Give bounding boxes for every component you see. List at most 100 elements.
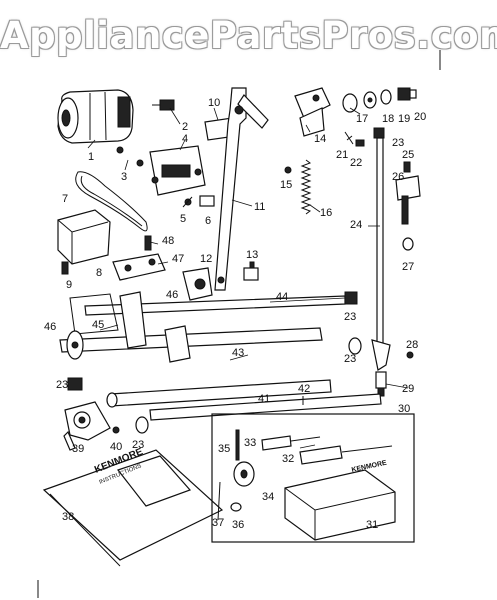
label-22: 22 bbox=[350, 157, 362, 169]
label-36: 36 bbox=[232, 519, 244, 531]
spool-pin bbox=[235, 429, 240, 461]
collar-right bbox=[348, 337, 362, 355]
label-48: 48 bbox=[162, 235, 174, 247]
label-45: 45 bbox=[92, 319, 104, 331]
label-43: 43 bbox=[232, 347, 244, 359]
label-39: 39 bbox=[72, 443, 84, 455]
label-21: 21 bbox=[336, 149, 348, 161]
screw-9 bbox=[61, 261, 69, 275]
accessories-frame bbox=[211, 413, 415, 543]
thumb-nut bbox=[397, 87, 417, 101]
label-23-top: 23 bbox=[392, 137, 404, 149]
label-13: 13 bbox=[246, 249, 258, 261]
label-19: 19 bbox=[398, 113, 410, 125]
label-40: 40 bbox=[110, 441, 122, 453]
disc-19 bbox=[380, 89, 392, 105]
label-6: 6 bbox=[205, 215, 211, 227]
screwdriver-32 bbox=[299, 445, 393, 465]
screw-21 bbox=[344, 131, 354, 145]
bracket-12 bbox=[182, 267, 213, 301]
motor-bracket bbox=[149, 145, 206, 196]
belt bbox=[75, 171, 148, 232]
label-44: 44 bbox=[276, 291, 288, 303]
box-brand: KENMORE bbox=[351, 460, 388, 474]
label-46: 46 bbox=[166, 289, 178, 301]
collar-27 bbox=[402, 237, 414, 251]
tension-bracket bbox=[294, 87, 331, 137]
label-4: 4 bbox=[182, 133, 188, 145]
label-38: 38 bbox=[62, 511, 74, 523]
label-29: 29 bbox=[402, 383, 414, 395]
screw-5 bbox=[182, 196, 193, 208]
label-3: 3 bbox=[121, 171, 127, 183]
label-23-lower: 23 bbox=[132, 439, 144, 451]
label-23-left: 23 bbox=[56, 379, 68, 391]
screw-22 bbox=[355, 139, 365, 147]
rock-shaft bbox=[59, 291, 323, 363]
label-42: 42 bbox=[298, 383, 310, 395]
set-screw-23-right bbox=[344, 291, 358, 305]
label-34: 34 bbox=[262, 491, 274, 503]
set-screw-23-left bbox=[67, 377, 83, 391]
label-27: 27 bbox=[402, 261, 414, 273]
label-23-mid: 23 bbox=[344, 353, 356, 365]
spring bbox=[300, 159, 312, 215]
presser-lever bbox=[214, 87, 269, 291]
label-16: 16 bbox=[320, 207, 332, 219]
screwdriver-33 bbox=[261, 435, 321, 451]
disc-17 bbox=[342, 93, 358, 113]
label-35: 35 bbox=[218, 443, 230, 455]
label-17: 17 bbox=[356, 113, 368, 125]
label-11: 11 bbox=[254, 201, 265, 213]
screw-15 bbox=[284, 166, 292, 174]
controller bbox=[57, 209, 111, 265]
label-26: 26 bbox=[392, 171, 404, 183]
label-28: 28 bbox=[406, 339, 418, 351]
instruction-manual bbox=[42, 449, 224, 567]
label-5: 5 bbox=[180, 213, 186, 225]
set-screw-23 bbox=[373, 127, 385, 139]
bobbin bbox=[233, 461, 255, 487]
lower-shaft bbox=[106, 379, 332, 408]
screw-2 bbox=[152, 99, 175, 111]
label-33: 33 bbox=[244, 437, 256, 449]
knob bbox=[243, 261, 259, 281]
part-labels: 1 2 3 4 5 6 7 8 9 10 11 12 13 14 15 16 1… bbox=[44, 97, 426, 531]
needle-clamp bbox=[375, 371, 387, 397]
screw-25 bbox=[403, 161, 411, 173]
label-7: 7 bbox=[62, 193, 68, 205]
hook-assembly bbox=[63, 401, 111, 451]
label-8: 8 bbox=[96, 267, 102, 279]
label-15: 15 bbox=[280, 179, 292, 191]
label-47: 47 bbox=[172, 253, 184, 265]
screw-48 bbox=[144, 235, 152, 251]
needle bbox=[217, 481, 221, 521]
attachment-box bbox=[284, 469, 396, 541]
screw-28 bbox=[406, 351, 414, 359]
label-10: 10 bbox=[208, 97, 220, 109]
needle-bar bbox=[371, 137, 391, 371]
label-1: 1 bbox=[88, 151, 94, 163]
label-32: 32 bbox=[282, 453, 294, 465]
motor bbox=[57, 89, 134, 144]
leader-lines bbox=[87, 107, 409, 449]
label-25: 25 bbox=[402, 149, 414, 161]
watermark: AppliancePartsPros.com bbox=[0, 14, 497, 57]
label-12: 12 bbox=[200, 253, 212, 265]
clamp bbox=[199, 195, 215, 207]
label-20: 20 bbox=[414, 111, 426, 123]
label-31: 31 bbox=[366, 519, 378, 531]
label-37: 37 bbox=[212, 517, 224, 529]
screw-40 bbox=[112, 426, 120, 434]
washer bbox=[230, 502, 242, 512]
screw-3 bbox=[116, 146, 144, 167]
label-14: 14 bbox=[314, 133, 326, 145]
label-23-right: 23 bbox=[344, 311, 356, 323]
collar-23-lower bbox=[135, 416, 149, 434]
label-30: 30 bbox=[398, 403, 410, 415]
label-2: 2 bbox=[182, 121, 188, 133]
label-41: 41 bbox=[258, 393, 270, 405]
guide-26 bbox=[395, 175, 421, 225]
